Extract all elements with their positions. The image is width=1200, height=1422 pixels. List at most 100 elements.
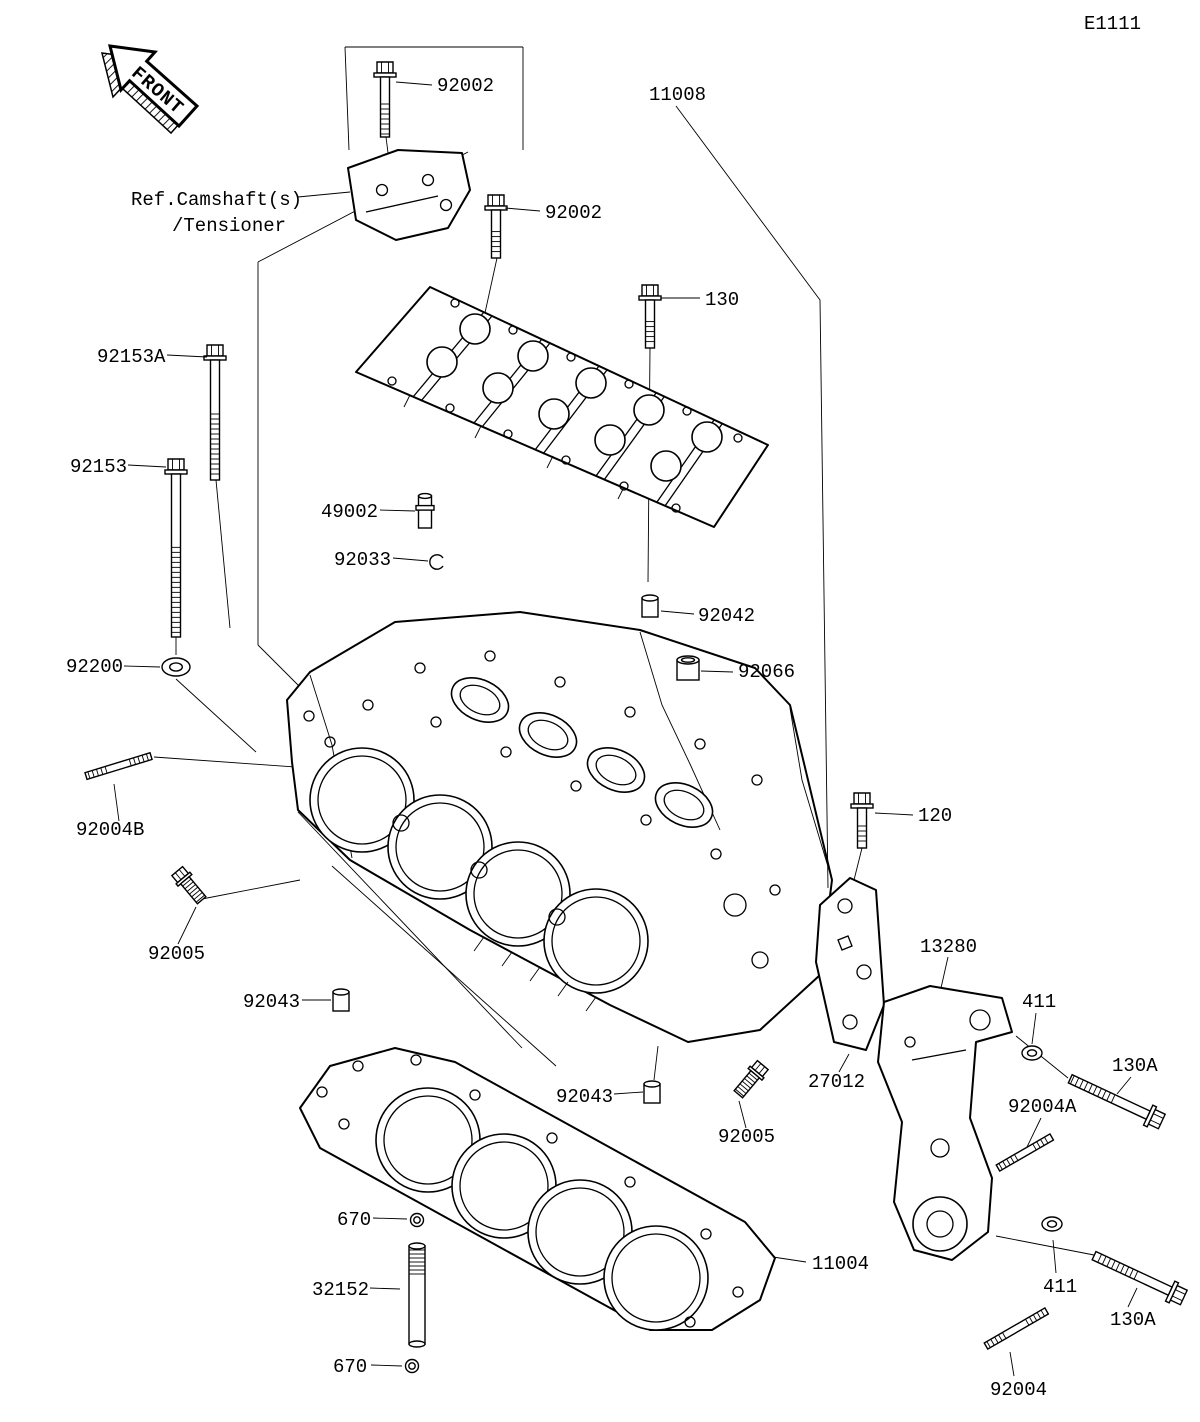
gasket-bolt-holes [316, 1054, 744, 1328]
part-label-92200: 92200 [66, 656, 123, 678]
leader-line-11004 [772, 1256, 807, 1263]
part-label-32152: 32152 [312, 1279, 369, 1301]
part-411-washer [1021, 1045, 1043, 1061]
part-label-670: 670 [333, 1356, 367, 1378]
ref-line [482, 257, 498, 323]
combustion-chamber-ring [465, 841, 571, 947]
ref-line [215, 479, 231, 629]
part-92153A-bolt [203, 344, 227, 481]
part-label-92004: 92004 [990, 1379, 1047, 1401]
ref-line [297, 811, 523, 1049]
part-92004-stud [983, 1307, 1050, 1350]
leader-line-92153 [127, 464, 167, 468]
part-label-92005: 92005 [148, 943, 205, 965]
part-92033-circlip [429, 554, 444, 570]
part-411-washer [1041, 1216, 1063, 1232]
leader-line-411 [1031, 1012, 1037, 1045]
part-label-92004B: 92004B [76, 819, 144, 841]
cam-chest-openings [450, 677, 714, 828]
engine-bracket-27012-drawing [815, 877, 885, 1051]
leader-line-32152 [369, 1287, 401, 1290]
ref-line [995, 1235, 1095, 1256]
part-label-92043: 92043 [556, 1086, 613, 1108]
part-label-120: 120 [918, 805, 952, 827]
part-label-411: 411 [1043, 1276, 1077, 1298]
leader-line-670 [370, 1364, 403, 1367]
leader-line-13280 [940, 956, 949, 989]
part-130A-bolt [1091, 1250, 1189, 1306]
part-92043-dowel [332, 988, 350, 1012]
leader-line-92005 [177, 906, 197, 945]
leader-line-130A [1116, 1076, 1132, 1095]
gasket-bore [603, 1225, 709, 1331]
tensioner-mount-plate-drawing [347, 149, 471, 241]
leader-line-92004A [1026, 1117, 1042, 1148]
ref-note-line1: Ref.Camshaft(s) [131, 189, 302, 211]
part-label-49002: 49002 [321, 501, 378, 523]
gasket-bore [451, 1133, 557, 1239]
part-92153-bolt [164, 458, 188, 638]
part-92004B-stud [84, 751, 153, 781]
part-49002-guide [415, 492, 435, 529]
part-label-130A: 130A [1110, 1309, 1156, 1331]
combustion-chamber-ring [309, 747, 415, 853]
part-label-92033: 92033 [334, 549, 391, 571]
part-92200-washer [161, 657, 191, 677]
page-code: E1111 [1084, 13, 1141, 35]
head-gasket-drawing [299, 1047, 776, 1331]
front-arrow: FRONT [101, 44, 200, 135]
gasket-bore [527, 1179, 633, 1285]
head-face-holes [392, 814, 769, 969]
leader-line-49002 [379, 509, 416, 512]
part-670-oring [404, 1358, 420, 1374]
leader-line-27012 [838, 1053, 850, 1073]
part-label-92042: 92042 [698, 605, 755, 627]
part-label-92043: 92043 [243, 991, 300, 1013]
part-92042-dowel [641, 594, 659, 618]
leader-line-11008 [675, 105, 829, 889]
part-label-13280: 13280 [920, 936, 977, 958]
part-label-11008: 11008 [649, 84, 706, 106]
part-92004A-stud [995, 1133, 1055, 1172]
leader-line-670 [372, 1217, 408, 1220]
leader-line-92153A [166, 354, 208, 358]
part-label-92004A: 92004A [1008, 1096, 1077, 1118]
part-label-411: 411 [1022, 991, 1056, 1013]
engine-bracket-13280-drawing [877, 985, 1013, 1261]
fasteners [84, 61, 1189, 1374]
part-130A-bolt [1067, 1073, 1167, 1130]
part-32152-tube [408, 1242, 426, 1348]
leader-line-92033 [392, 557, 429, 562]
leader-line-120 [874, 812, 914, 816]
part-120-bolt [850, 792, 874, 849]
ref-note: Ref.Camshaft(s) /Tensioner [131, 189, 302, 237]
part-label-92002: 92002 [437, 75, 494, 97]
part-130-bolt [638, 284, 662, 349]
part-label-92066: 92066 [738, 661, 795, 683]
cam-journal-bores [426, 313, 723, 482]
ref-line [201, 879, 301, 900]
part-92002-bolt [373, 61, 397, 138]
part-92005-screw [170, 865, 207, 905]
leader-line-92200 [123, 665, 161, 668]
part-92043-dowel [643, 1080, 661, 1104]
part-92005-screw [733, 1059, 770, 1099]
part-670-oring [409, 1212, 425, 1228]
leader-line-130A [1127, 1287, 1138, 1308]
part-label-130A: 130A [1112, 1055, 1158, 1077]
camshaft-holder-drawing [355, 286, 769, 528]
part-92002-bolt [484, 194, 508, 259]
part-label-92005: 92005 [718, 1126, 775, 1148]
leader-line-92066 [700, 670, 734, 673]
leader-line-92004B [113, 783, 120, 822]
part-label-11004: 11004 [812, 1253, 869, 1275]
ref-line [653, 1045, 659, 1081]
leader-line-92042 [660, 610, 695, 615]
part-label-92153A: 92153A [97, 346, 166, 368]
ref-line [175, 678, 257, 753]
cylinder-head-drawing [286, 611, 833, 1043]
ref-line [297, 191, 351, 198]
part-92066-cap [676, 655, 700, 681]
